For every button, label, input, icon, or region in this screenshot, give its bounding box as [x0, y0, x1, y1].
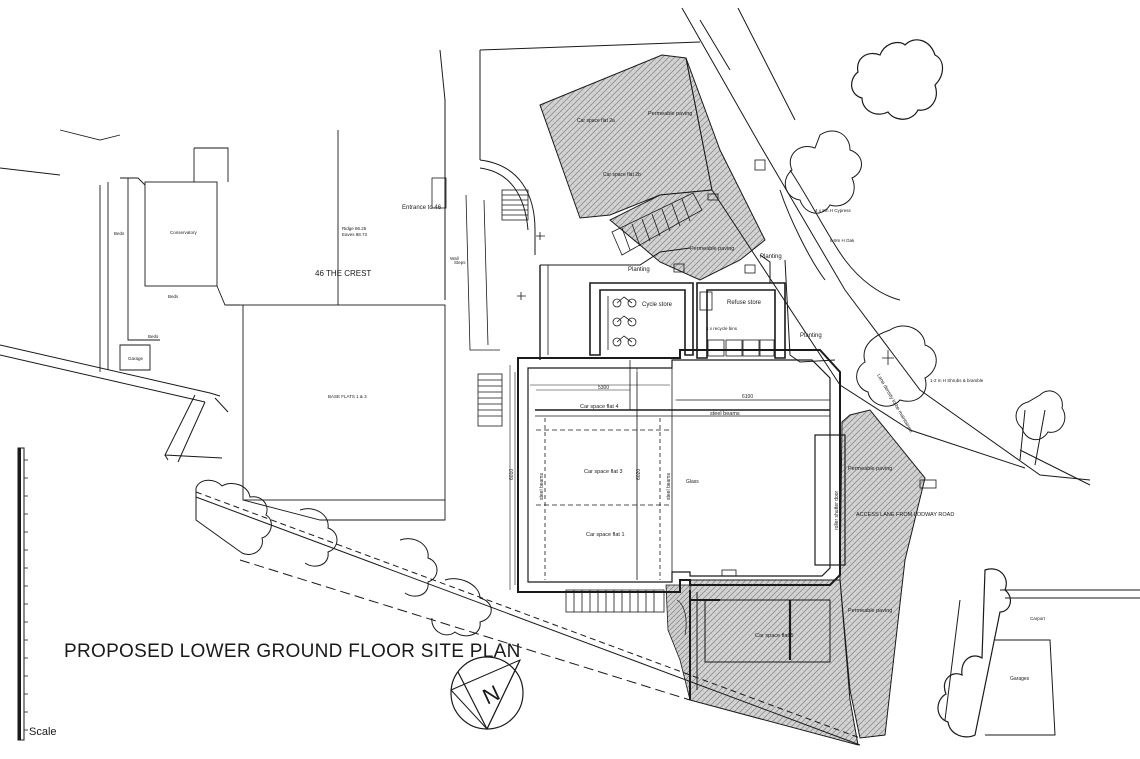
label-steel-beams-top: steel beams — [710, 411, 740, 417]
drawing-title: PROPOSED LOWER GROUND FLOOR SITE PLAN — [64, 641, 521, 662]
label-permeable-1: Permeable paving — [648, 111, 692, 117]
label-wall: Wall — [450, 256, 459, 261]
label-carport: Carport — [1030, 616, 1046, 621]
label-car-space-1: Car space flat 1 — [586, 532, 625, 538]
road-boundary-lines — [0, 7, 1091, 746]
label-dim-6010: 6010 — [509, 469, 515, 480]
scale-bar — [17, 447, 28, 741]
label-base-flats: BASE FLATS 1 & 3 — [328, 394, 367, 399]
paving-east-lane — [839, 409, 926, 739]
label-car-space-3: Car space flat 3 — [584, 469, 623, 475]
stores-block — [539, 247, 836, 363]
paving-south-west — [665, 584, 691, 701]
paving-access-strip — [609, 57, 766, 281]
north-arrow: N — [450, 656, 524, 730]
label-dim-6020: 6020 — [636, 469, 642, 480]
label-ridge: Ridge 86.26 — [342, 226, 367, 231]
label-steel-beams-left: steel beams — [539, 473, 545, 500]
label-planting-3: Planting — [800, 333, 822, 339]
label-eaves: Eaves 88.73 — [342, 232, 368, 237]
label-cycle-store: Cycle store — [642, 302, 673, 308]
label-refuse-store: Refuse store — [727, 300, 762, 306]
label-beds-3: Beds — [148, 334, 159, 339]
trees-hedges — [195, 39, 1140, 738]
label-steps: Steps — [454, 260, 466, 265]
south-parking — [676, 590, 831, 700]
label-beds-1: Beds — [114, 231, 125, 236]
label-trees-1: 4 x 8m H Cypress — [815, 208, 852, 213]
label-trees-2: 8-9m H Oak — [830, 238, 855, 243]
label-garages: Garages — [1010, 676, 1030, 682]
label-permeable-2: Permeable paving — [690, 246, 734, 252]
label-glass: Glass — [686, 479, 699, 485]
proposed-building-walls — [509, 349, 846, 593]
label-permeable-4: Permeable paving — [848, 608, 892, 614]
steps — [465, 189, 703, 613]
label-roller-shutter: roller shutter door — [834, 490, 840, 530]
small-features — [431, 159, 937, 577]
label-planting-2: Planting — [760, 254, 782, 260]
label-garage-sm: Garage — [128, 356, 144, 361]
label-beds-2: Beds — [168, 294, 179, 299]
label-access-lane: ACCESS LANE FROM LODWAY ROAD — [856, 512, 954, 518]
label-permeable-3: Permeable paving — [848, 466, 892, 472]
dimension-lines — [514, 372, 830, 585]
label-shrubs: 1-2 m H Shrubs & bramble — [930, 378, 984, 383]
scale-label: Scale — [29, 726, 57, 738]
label-steel-beams-right: steel beams — [666, 473, 672, 500]
north-label: N — [479, 680, 504, 709]
label-entrance: Entrance to 46 — [402, 205, 442, 211]
bicycle-icons — [607, 296, 637, 350]
label-planting-1: Planting — [628, 267, 650, 273]
label-dim-5300: 5300 — [598, 385, 609, 391]
paving-hatched-areas — [539, 54, 926, 746]
label-dim-6100: 6100 — [742, 394, 753, 400]
label-car-space-2a: Car space flat 2a — [577, 118, 615, 124]
label-car-space-2b: Car space flat 2b — [603, 172, 641, 178]
label-car-space-5: Car space flat 5 — [755, 633, 794, 639]
label-conservatory: Conservatory — [170, 230, 198, 235]
neighbour-plots — [0, 129, 446, 521]
conservatory-outline — [144, 181, 218, 287]
label-refuse-bins: 4 x recycle bins — [706, 326, 738, 331]
label-crest: 46 THE CREST — [315, 269, 371, 278]
label-car-space-4: Car space flat 4 — [580, 404, 619, 410]
base-flats-outline — [242, 304, 446, 501]
